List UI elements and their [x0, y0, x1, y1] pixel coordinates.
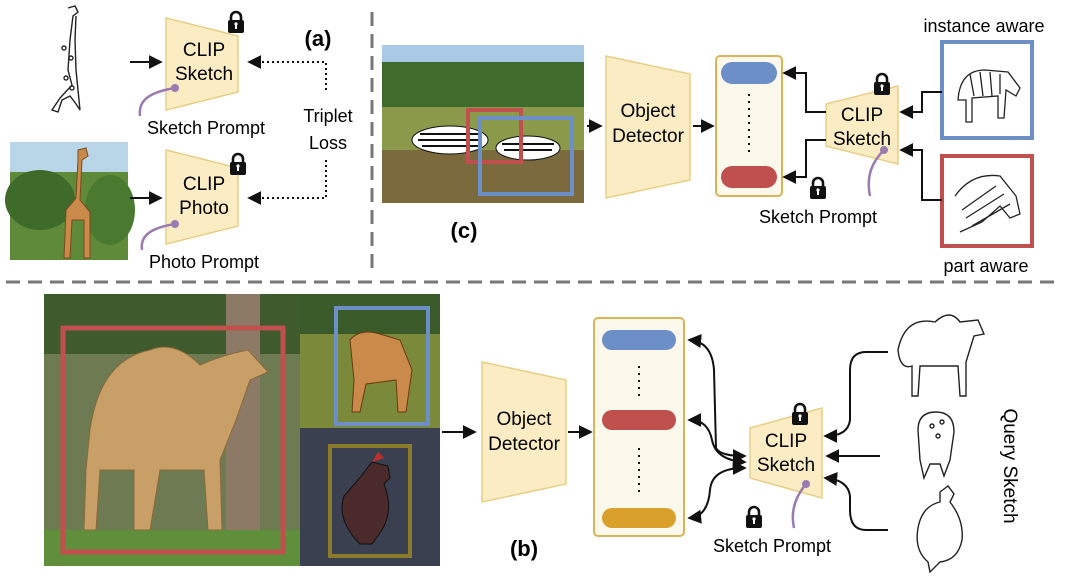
part-feature-bar [721, 166, 777, 188]
clip-photo-line2: Photo [179, 198, 229, 219]
lock-icon [872, 72, 892, 96]
feature-column-c [715, 55, 783, 197]
giraffe-photo-b [300, 294, 440, 428]
prompt-curve [138, 86, 176, 117]
detector-b-line2: Detector [488, 434, 560, 455]
panel-b: Object Detector CLIP Sketch Sketch Promp… [44, 294, 1020, 574]
sketch-prompt-label-c: Sketch Prompt [759, 207, 877, 227]
object-detector-b [481, 361, 567, 503]
clip-sketch-c-line2: Sketch [833, 129, 891, 150]
clip-sketch-encoder-a [165, 17, 239, 111]
clip-sketch-a-line2: Sketch [175, 64, 233, 85]
lock-icon [790, 402, 810, 426]
part-sketch-frame [940, 154, 1034, 248]
zebra-photo [382, 45, 584, 203]
instance-aware-label: instance aware [923, 16, 1044, 36]
clip-sketch-b-line2: Sketch [757, 455, 815, 476]
query-sketch-label: Query Sketch [999, 408, 1020, 523]
zebra-sketch [957, 69, 1021, 123]
sketch-prompt-label-a: Sketch Prompt [147, 118, 265, 138]
object-detector-c [605, 55, 691, 199]
giraffe-feature-bar [602, 330, 676, 350]
giraffe-photo [5, 142, 135, 260]
lock-icon [228, 152, 248, 176]
triplet-loss-line1: Triplet [303, 106, 352, 126]
triplet-loss-line2: Loss [309, 133, 347, 153]
instance-sketch-frame [940, 40, 1034, 140]
lock-icon [226, 10, 246, 34]
clip-sketch-c-line1: CLIP [841, 105, 883, 126]
clip-sketch-b-line1: CLIP [765, 431, 807, 452]
rooster-feature-bar [602, 508, 676, 528]
rooster-sketch [916, 485, 963, 574]
camel-sketch [897, 314, 985, 397]
panel-b-label: (b) [510, 536, 538, 561]
detector-b-line1: Object [497, 409, 553, 430]
detector-c-line1: Object [621, 101, 677, 122]
detector-c-line2: Detector [612, 126, 684, 147]
panel-a: CLIP Sketch CLIP Photo Sketch Prompt Pho… [5, 5, 353, 272]
clip-sketch-encoder-b [749, 407, 823, 499]
deer-sketch [917, 411, 955, 481]
camel-photo [44, 294, 300, 566]
prompt-curve [867, 149, 885, 197]
panel-c-label: (c) [451, 218, 478, 243]
prompt-curve [140, 222, 176, 251]
lock-icon [744, 505, 764, 529]
clip-photo-encoder [165, 149, 239, 245]
clip-photo-line1: CLIP [183, 174, 225, 195]
panel-a-label: (a) [305, 26, 332, 51]
camel-feature-bar [602, 410, 676, 430]
panel-c: Object Detector CLIP Sketch Sketch Promp… [382, 16, 1045, 276]
rooster-photo [300, 428, 440, 566]
clip-sketch-a-line1: CLIP [183, 40, 225, 61]
instance-feature-bar [721, 62, 777, 84]
sketch-prompt-label-b: Sketch Prompt [713, 536, 831, 556]
zebra-sketch [954, 174, 1021, 233]
photo-prompt-label: Photo Prompt [149, 252, 259, 272]
part-aware-label: part aware [943, 256, 1028, 276]
lock-icon [808, 176, 828, 200]
giraffe-sketch [50, 5, 81, 113]
